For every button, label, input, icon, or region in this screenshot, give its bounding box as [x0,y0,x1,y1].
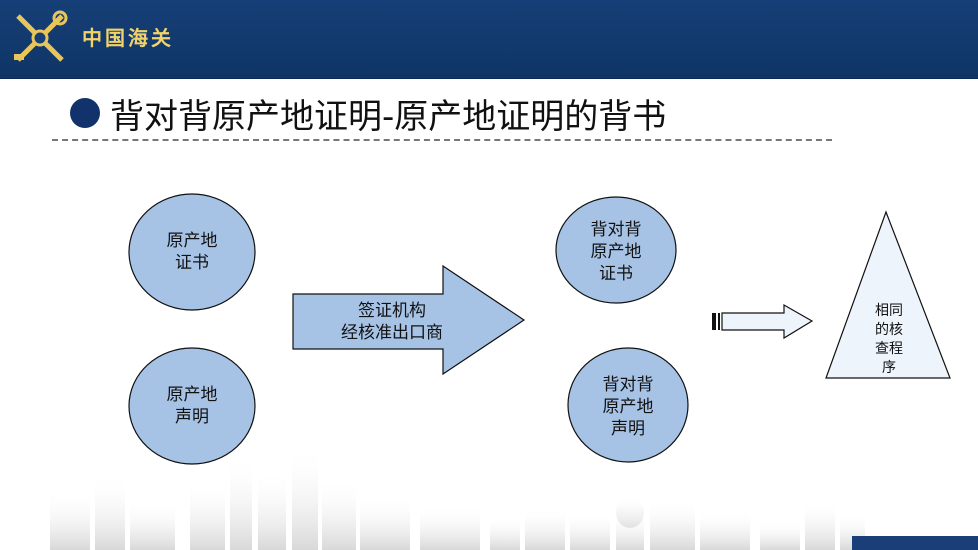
b2b-certificate-node: 背对背 原产地 证书 [555,196,677,304]
header-bar: 中国海关 [0,0,978,79]
b2b-declaration-line-1: 背对背 [603,375,654,395]
footer-accent-bar [852,536,978,550]
b2b-certificate-line-1: 背对背 [591,220,642,240]
small-arrow [712,303,814,340]
verification-line-2: 的核 [875,322,903,338]
process-arrow: 签证机构 经核准出口商 [292,264,526,376]
page-title: 背对背原产地证明-原产地证明的背书 [110,96,667,137]
brand-name: 中国海关 [82,26,174,50]
origin-declaration-line-1: 原产地 [167,385,218,405]
b2b-certificate-line-3: 证书 [599,264,633,284]
b2b-declaration-line-2: 原产地 [603,397,654,417]
customs-emblem-icon [14,10,68,62]
b2b-declaration-line-3: 声明 [611,419,645,439]
origin-certificate-line-2: 证书 [175,253,209,273]
origin-declaration-node: 原产地 声明 [128,347,256,465]
process-arrow-line-1: 签证机构 [358,301,426,321]
heading-bullet [70,98,100,128]
verification-line-1: 相同 [875,303,903,319]
slide-heading: 背对背原产地证明-原产地证明的背书 [70,88,666,138]
origin-declaration-line-2: 声明 [175,407,209,427]
b2b-certificate-line-2: 原产地 [591,242,642,262]
verification-line-3: 查程 [875,341,903,357]
b2b-declaration-node: 背对背 原产地 声明 [567,347,689,463]
heading-divider [52,139,832,141]
process-arrow-line-2: 经核准出口商 [341,323,443,343]
origin-certificate-line-1: 原产地 [167,231,218,251]
verification-line-4: 序 [882,360,896,376]
verification-procedure-node: 相同 的核 查程 序 [825,210,951,379]
origin-certificate-node: 原产地 证书 [128,193,256,311]
